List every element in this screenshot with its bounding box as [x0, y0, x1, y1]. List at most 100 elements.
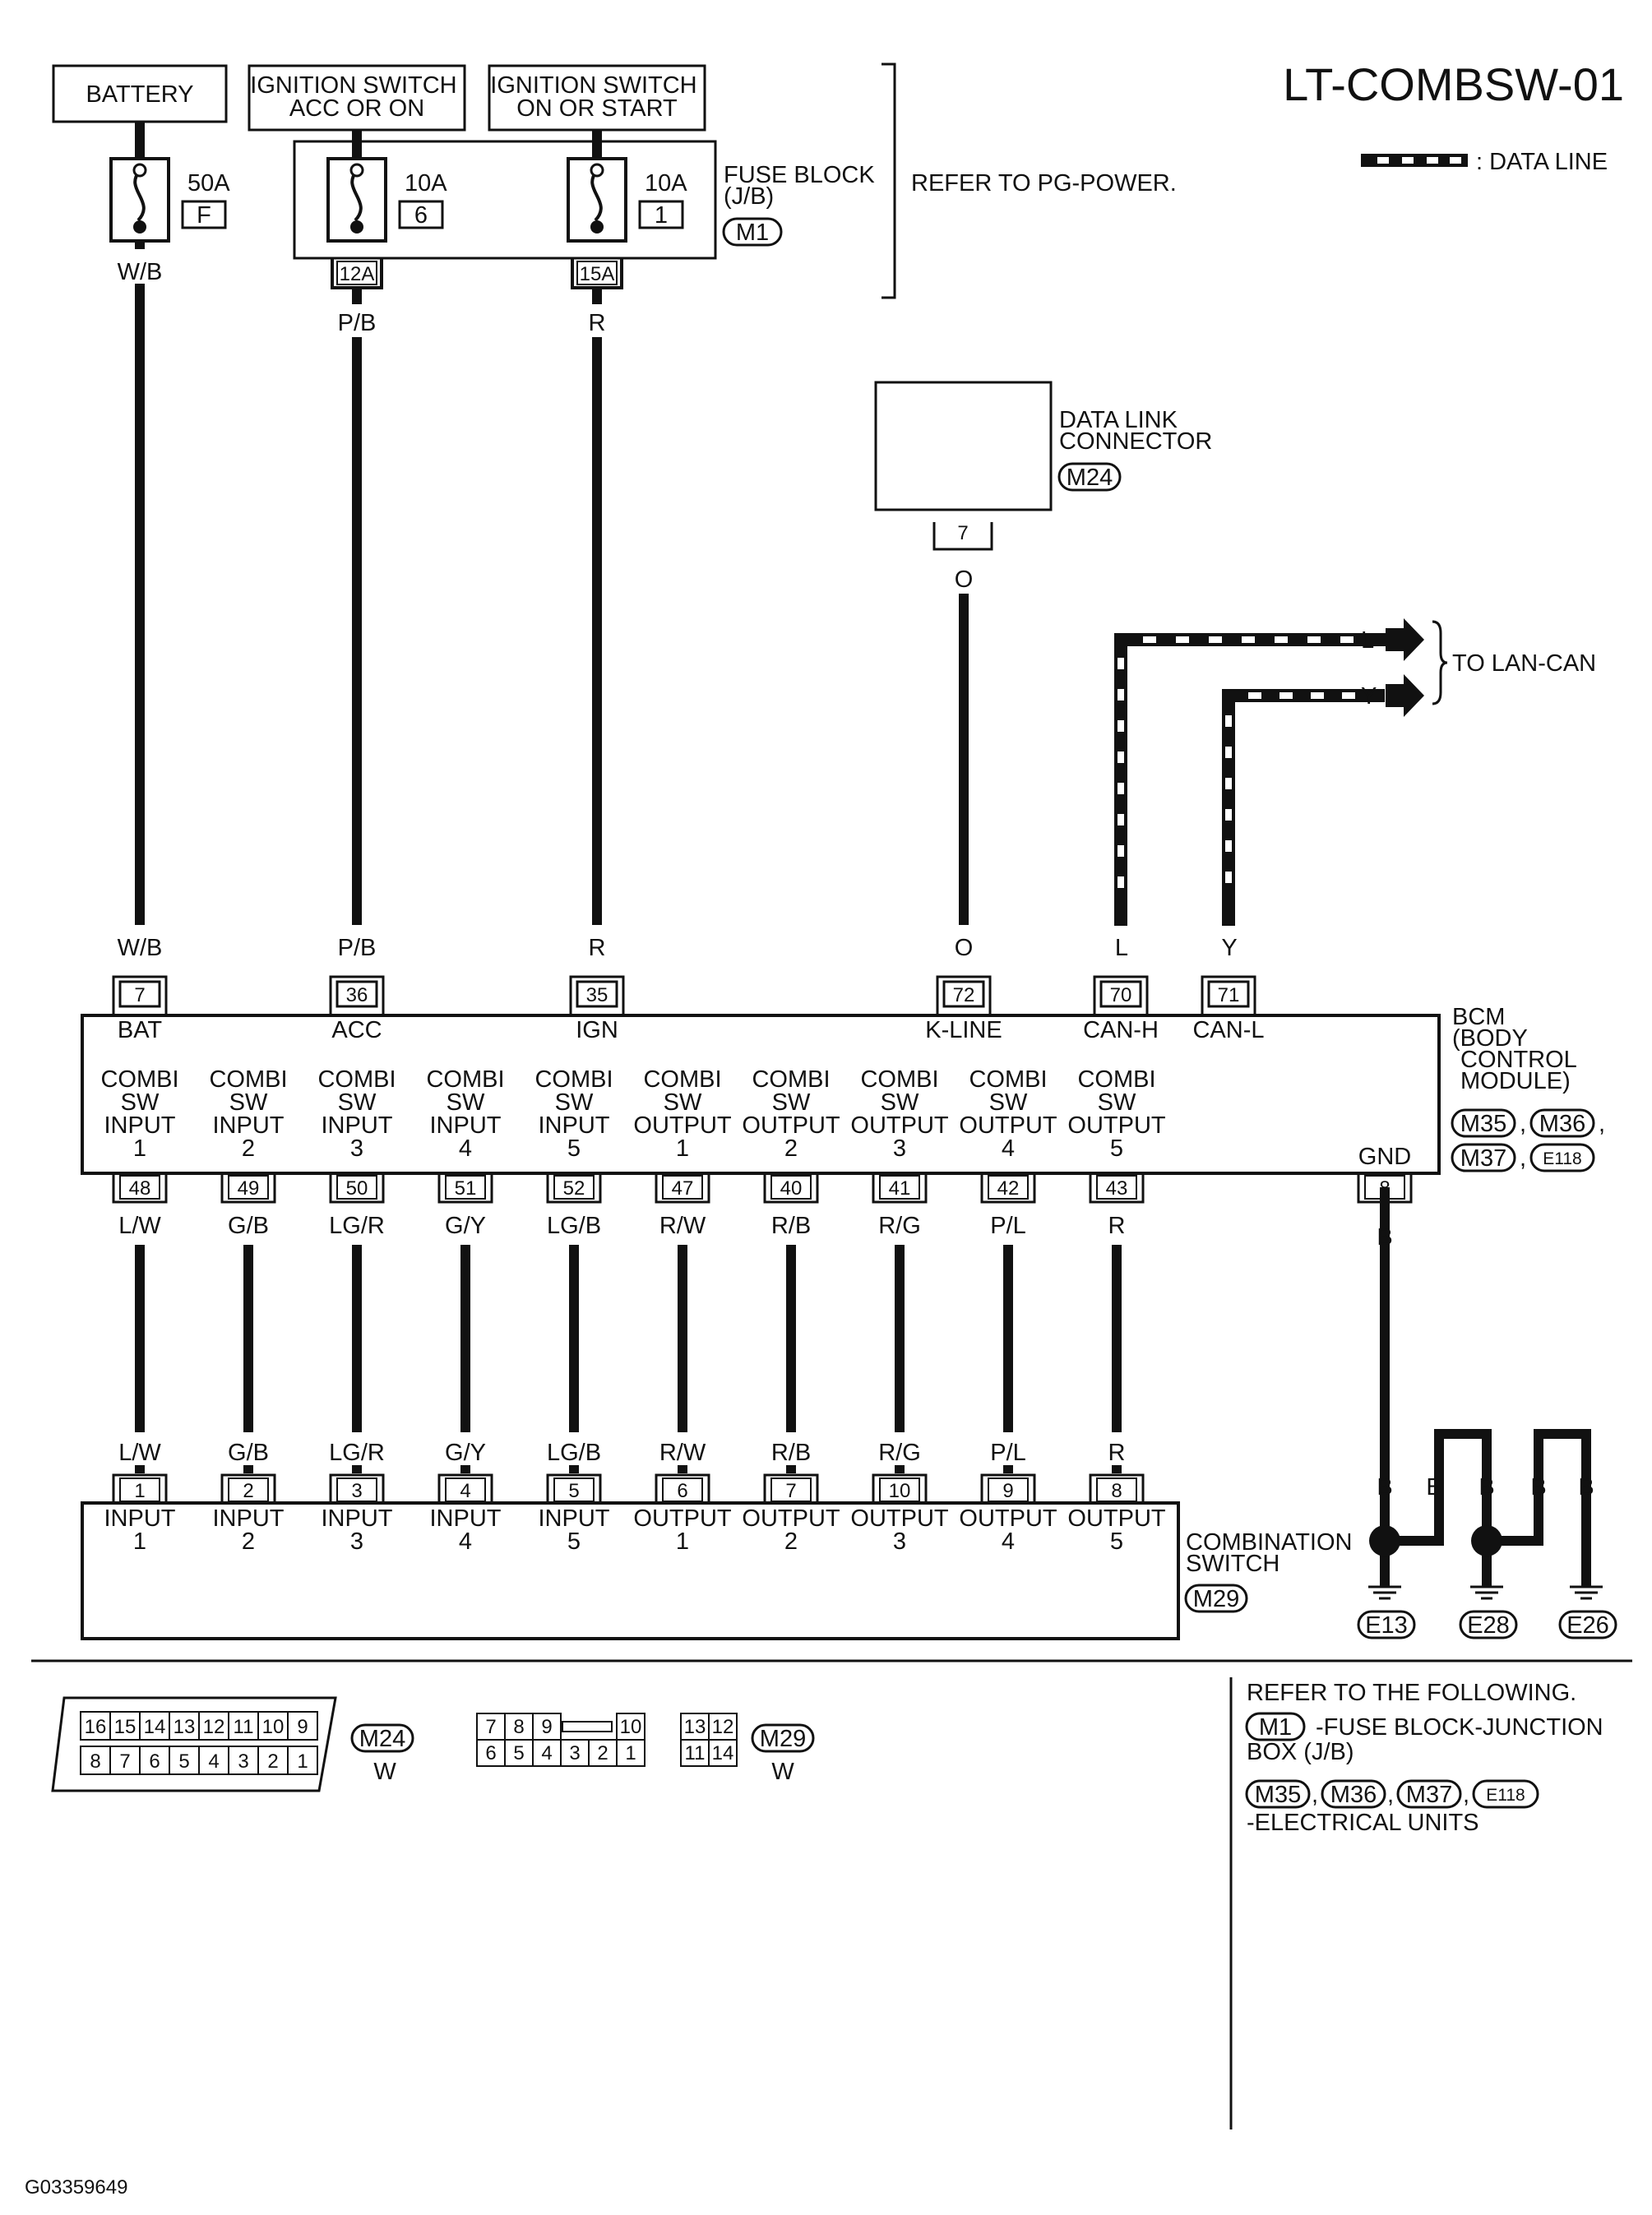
ground-e26: E26 — [1566, 1612, 1609, 1639]
gnd-wire-b-1: B — [1377, 1474, 1392, 1501]
fuse-output-15a-label: 15A — [580, 263, 615, 285]
bcm-bottom-pin-labels: COMBISWINPUT1COMBISWINPUT2COMBISWINPUT3C… — [100, 1066, 1165, 1162]
bcm-pin-36: 36 — [346, 984, 368, 1006]
can-h-data-line — [1114, 633, 1386, 926]
bcm-connector-badges — [1451, 1108, 1595, 1172]
m24-cell-number: 6 — [149, 1750, 160, 1773]
wire-bcm-to-combi — [1112, 1245, 1122, 1432]
wire-color-bcm-side: LG/B — [547, 1213, 601, 1239]
bcm-pin-connector — [546, 1173, 602, 1204]
m29-cell-number: 6 — [485, 1742, 496, 1764]
wire-color-bat-bcm: W/B — [118, 935, 163, 961]
combi-pin-box — [879, 1477, 920, 1502]
wire-bcm-to-combi — [243, 1245, 253, 1432]
combi-pin-connector — [872, 1473, 928, 1503]
bcm-pin-box — [1096, 1175, 1137, 1200]
dlc-pin-bracket — [932, 522, 993, 551]
bcm-pin-connector — [655, 1173, 710, 1204]
wire-color-canl-bcm: Y — [1221, 935, 1237, 961]
bcm-pin-connector — [112, 1173, 168, 1204]
bcm-bottom-pin-label-line: 1 — [133, 1135, 146, 1162]
gnd-wire-b-3: B — [1478, 1474, 1494, 1501]
wire-color-ign-bcm: R — [589, 935, 606, 961]
ground-junction-dot-1 — [1369, 1525, 1400, 1556]
m24-cell-number: 8 — [90, 1750, 100, 1773]
combi-pin-label-line: 4 — [459, 1528, 472, 1555]
m29-cell — [680, 1713, 710, 1741]
bcm-bottom-pin-label-line: OUTPUT — [742, 1112, 840, 1139]
refer-note-heading: REFER TO THE FOLLOWING. — [1247, 1680, 1576, 1706]
bcm-pin-connector — [763, 1173, 819, 1204]
diagram-title: LT-COMBSW-01 — [1283, 58, 1624, 110]
bcm-top-pin-acc: ACC — [331, 1017, 382, 1043]
fuse-50a-number: F — [197, 202, 211, 229]
combi-pin-box — [228, 1477, 269, 1502]
can-l-arrow — [1386, 674, 1424, 717]
bcm-top-pin-connectors — [112, 975, 1256, 1015]
bcm-bottom-pin-label-line: INPUT — [430, 1112, 502, 1139]
m24-cell-number: 11 — [234, 1716, 254, 1738]
bcm-bottom-pin-label-line: COMBI — [317, 1066, 396, 1093]
bcm-bottom-pin-label-line: COMBI — [534, 1066, 613, 1093]
m24-cell — [257, 1746, 289, 1775]
wire-stub — [1003, 1465, 1013, 1473]
wire-color-bcm-side: LG/R — [329, 1213, 385, 1239]
wire-bcm-to-combi — [460, 1245, 470, 1432]
combination-switch-connector: M29 — [1193, 1586, 1239, 1612]
refer-note-m1: M1 — [1259, 1714, 1292, 1741]
ignition-acc-label: IGNITION SWITCH ACC OR ON — [250, 72, 463, 122]
m24-cell — [228, 1746, 259, 1775]
m24-cell — [228, 1711, 259, 1741]
combi-pin-label-line: INPUT — [322, 1505, 393, 1532]
bcm-bottom-pin-label-line: 2 — [784, 1135, 798, 1162]
bcm-bottom-pin-label-line: OUTPUT — [1067, 1112, 1166, 1139]
wire-bcm-to-combi — [895, 1245, 905, 1432]
bcm-bottom-pin-label-line: 5 — [1110, 1135, 1123, 1162]
refer-note-m36: M36 — [1330, 1782, 1377, 1808]
m29-cell — [532, 1739, 562, 1767]
bcm-pin-70: 70 — [1110, 984, 1132, 1006]
dlc-pin: 7 — [957, 522, 968, 544]
combi-pin-box — [119, 1477, 160, 1502]
m24-cell — [198, 1746, 229, 1775]
bcm-bottom-pin-label-line: INPUT — [104, 1112, 176, 1139]
combi-pin-connector — [1089, 1473, 1145, 1503]
m29-cell-number: 11 — [685, 1742, 706, 1764]
bcm-pin-box — [553, 1175, 595, 1200]
combi-pin-label-line: INPUT — [430, 1505, 502, 1532]
bcm-bottom-pin-label-line: INPUT — [322, 1112, 393, 1139]
ground-e13: E13 — [1365, 1612, 1408, 1639]
bcm-box — [81, 1014, 1441, 1175]
m24-cell — [80, 1746, 111, 1775]
ground-badges — [1357, 1610, 1617, 1639]
m29-cell — [476, 1739, 506, 1767]
bcm-pin-connector — [220, 1173, 276, 1204]
wire-color-switch-side: LG/R — [329, 1440, 385, 1466]
data-link-connector-box — [874, 381, 1053, 511]
wire-color-switch-side: R/W — [659, 1440, 706, 1466]
combination-switch-label: COMBINATION SWITCH — [1186, 1529, 1359, 1577]
figure-id: G03359649 — [25, 2176, 127, 2199]
m29-cell-number: 14 — [712, 1742, 734, 1764]
bcm-bottom-pin-label-line: 4 — [459, 1135, 472, 1162]
m24-cell-number: 7 — [119, 1750, 130, 1773]
gnd-wire-b-2: B — [1426, 1474, 1441, 1501]
wire-k-line — [959, 594, 969, 925]
connector-view-m29-color: W — [771, 1759, 794, 1785]
combi-pin-number: 2 — [243, 1480, 253, 1502]
bcm-bottom-pin-label-line: COMBI — [100, 1066, 178, 1093]
m24-cell-number: 10 — [262, 1716, 285, 1738]
ignition-on-label: IGNITION SWITCH ON OR START — [490, 72, 703, 122]
bcm-pin-box — [119, 1175, 160, 1200]
combi-pin-label-line: 3 — [893, 1528, 906, 1555]
bcm-bottom-pin-label-line: SW — [989, 1089, 1028, 1116]
bcm-bottom-pin-label-line: COMBI — [969, 1066, 1047, 1093]
m24-cell — [287, 1711, 318, 1741]
bcm-bottom-pin-label-line: SW — [121, 1089, 160, 1116]
bcm-bottom-pin-number: 48 — [129, 1177, 151, 1200]
wire-stub — [352, 1465, 362, 1473]
bcm-bottom-pin-label-line: SW — [229, 1089, 268, 1116]
wire-stub — [1112, 1465, 1122, 1473]
